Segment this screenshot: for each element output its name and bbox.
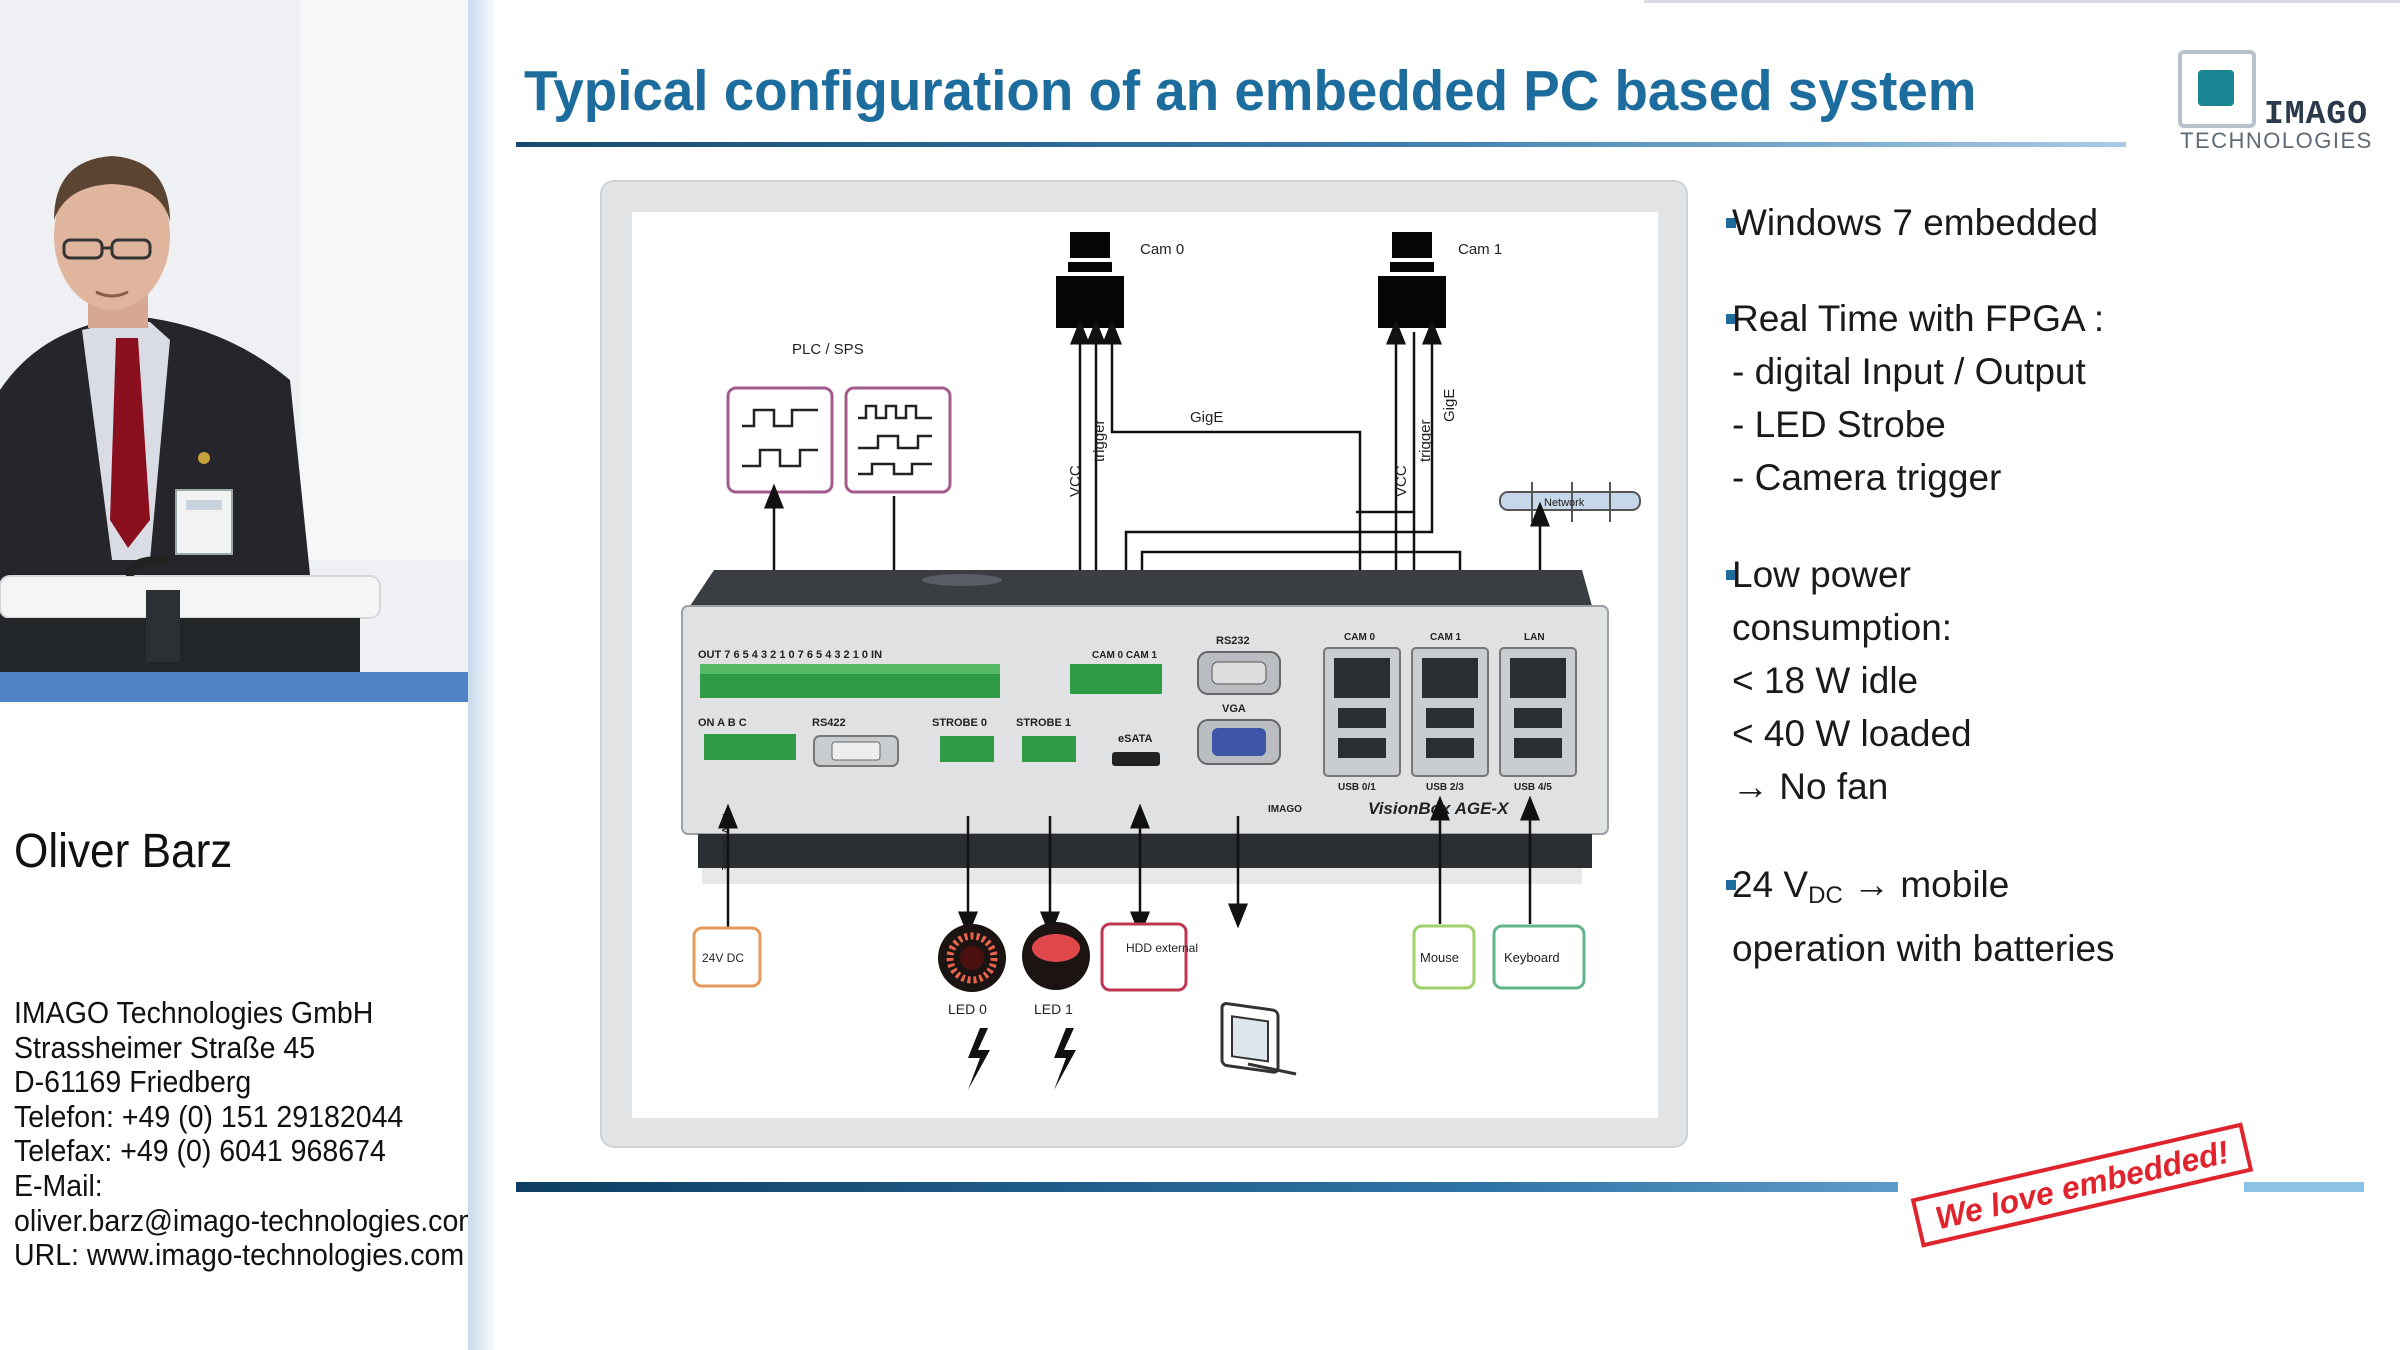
logo-mark-icon [2178,50,2256,128]
io-terminal-block [700,664,1000,698]
slide: Typical configuration of an embedded PC … [494,0,2400,1350]
speaker-video-frame [0,0,468,672]
contact-company: IMAGO Technologies GmbH [14,995,374,1030]
led-spot-light-icon [1022,922,1090,990]
cam0-label: Cam 0 [1140,241,1184,258]
speaker-panel: Oliver Barz IMAGO Technologies GmbH Stra… [0,0,482,1350]
contact-city: D-61169 Friedberg [14,1064,252,1100]
imago-logo: IMAGO TECHNOLOGIES [2178,46,2378,156]
vga-label: VGA [1222,703,1246,715]
hdd-box [1100,922,1188,992]
lan-cam1-label: CAM 1 [1430,632,1462,643]
rs422-port-icon [813,735,899,767]
bullet-marker [1726,218,1736,228]
speaker-contact: IMAGO Technologies GmbH Strassheimer Str… [14,995,483,1273]
contact-email-label: E-Mail: [14,1167,103,1203]
power-24v-box [692,926,762,988]
vga-port-icon [1197,719,1281,765]
bullet-24v: 24 VDC → mobile operation with batteries [1732,864,2115,969]
cam0-trigger-label: trigger [1091,419,1108,462]
strobe0-terminal [940,736,994,762]
cam0-vcc-label: VCC [1067,465,1084,497]
sps-signal-icon [844,386,952,494]
speaker-name: Oliver Barz [14,825,233,878]
lan-label: LAN [1524,632,1545,643]
network-label: Network [1544,497,1585,509]
lightning-icon [968,1028,1076,1090]
lan-usb-stack-2 [1499,647,1577,777]
bullet-fpga: Real Time with FPGA : - digital Input / … [1732,298,2105,498]
we-love-embedded-stamp: We love embedded! [1910,1122,2254,1248]
power-24v-label: 24V DC [702,951,744,965]
mouse-box [1412,924,1476,990]
esata-label: eSATA [1118,733,1152,745]
led0-label: LED 0 [948,1001,987,1017]
contact-street: Strassheimer Straße 45 [14,1029,316,1065]
rs422-label: RS422 [812,717,846,729]
slide-title: Typical configuration of an embedded PC … [524,59,1977,123]
cam1-vcc-label: VCC [1393,465,1410,497]
onabc-label: ON A B C [698,717,747,729]
slide-top-line [1644,0,2400,3]
system-diagram: Cam 0 Cam 1 [632,212,1658,1118]
title-underline [516,142,2126,147]
contact-fax: Telefax: +49 (0) 6041 968674 [14,1133,386,1169]
cam1-label: Cam 1 [1458,241,1502,258]
led1-label: LED 1 [1034,1001,1073,1017]
strobe1-label: STROBE 1 [1016,717,1071,729]
camera-0-icon [1056,232,1124,328]
mouse-label: Mouse [1420,950,1459,965]
camio-terminal [1070,664,1162,694]
keyboard-label: Keyboard [1504,950,1560,965]
strobe1-terminal [1022,736,1076,762]
cam1-trigger-label: trigger [1417,419,1434,462]
monitor-icon [1220,1002,1297,1076]
plc-label: PLC / SPS [792,341,864,358]
contact-phone: Telefon: +49 (0) 151 29182044 [14,1098,404,1134]
diagram-frame: Cam 0 Cam 1 [600,180,1688,1148]
power-pins-label: +24V GND PE [720,812,730,870]
bullet-marker [1726,570,1736,580]
bottom-rule [516,1182,1898,1192]
system-diagram-svg: Cam 0 Cam 1 [681,232,1641,1090]
bullet-marker [1726,880,1736,890]
contact-url: URL: www.imago-technologies.com [14,1237,465,1273]
lan-cam0-label: CAM 0 [1344,632,1376,643]
panel-divider [468,0,494,1350]
bottom-rule-accent [2244,1182,2364,1192]
usb01-label: USB 0/1 [1338,782,1376,793]
strobe0-label: STROBE 0 [932,717,987,729]
bullet-windows: Windows 7 embedded [1732,202,2099,243]
bullet-marker [1726,314,1736,324]
rs232-port-icon [1197,651,1281,695]
contact-email: oliver.barz@imago-technologies.com [14,1202,483,1238]
device-brand: IMAGO [1268,804,1302,815]
camio-label: CAM 0 CAM 1 [1092,650,1157,661]
bullet-power: Low power consumption: < 18 W idle < 40 … [1732,554,1972,807]
lan-usb-stack-1 [1411,647,1489,777]
logo-name: IMAGO [2264,96,2369,133]
lan-usb-stack-0 [1323,647,1401,777]
usb45-label: USB 4/5 [1514,782,1552,793]
usb23-label: USB 2/3 [1426,782,1464,793]
cam0-gige-label: GigE [1190,409,1223,426]
esata-port-icon [1112,752,1160,766]
speaker-video [0,0,468,672]
io-port-label: OUT 7 6 5 4 3 2 1 0 7 6 5 4 3 2 1 0 IN [698,649,882,661]
onabc-terminal [704,734,796,760]
keyboard-box [1492,924,1586,990]
hdd-label: HDD external [1126,941,1198,955]
logo-subtitle: TECHNOLOGIES [2180,128,2373,153]
plc-signal-icon [726,386,834,494]
video-accent-bar [0,672,468,702]
cam1-gige-label: GigE [1441,389,1458,422]
rs232-label: RS232 [1216,635,1250,647]
led-ring-light-icon [938,924,1006,992]
camera-1-icon [1378,232,1446,328]
